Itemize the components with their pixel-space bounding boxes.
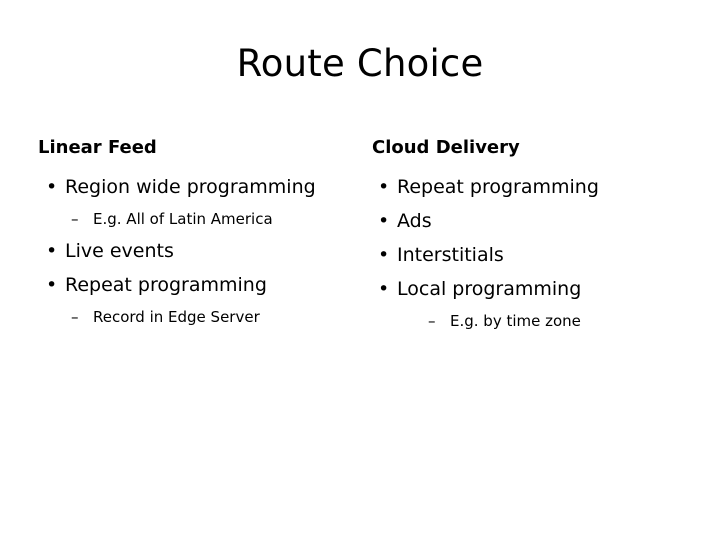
- dash-bullet-icon: –: [71, 210, 79, 228]
- list-item: • Interstitials: [372, 238, 692, 272]
- list-item-label: Live events: [65, 240, 174, 262]
- list-item-label: Interstitials: [397, 244, 504, 266]
- list-item: • Live events: [38, 234, 358, 268]
- sub-list-item: – E.g. All of Latin America: [38, 204, 358, 234]
- list-item: • Ads: [372, 204, 692, 238]
- page-title: Route Choice: [236, 42, 484, 85]
- list-item: • Local programming: [372, 272, 692, 306]
- dash-bullet-icon: –: [71, 308, 79, 326]
- bullet-dot-icon: •: [46, 240, 58, 262]
- list-item-label: Region wide programming: [65, 176, 316, 198]
- list-item-label: Local programming: [397, 278, 582, 300]
- bullet-dot-icon: •: [46, 176, 58, 198]
- list-item: • Repeat programming: [372, 170, 692, 204]
- list-item: • Region wide programming: [38, 170, 358, 204]
- sub-list-item-label: Record in Edge Server: [93, 308, 260, 326]
- bullet-dot-icon: •: [378, 244, 390, 266]
- bullet-list-linear-feed: • Region wide programming – E.g. All of …: [38, 170, 358, 332]
- bullet-dot-icon: •: [46, 274, 58, 296]
- dash-bullet-icon: –: [428, 312, 436, 330]
- list-item-label: Ads: [397, 210, 432, 232]
- bullet-dot-icon: •: [378, 176, 390, 198]
- column-heading-cloud-delivery: Cloud Delivery: [372, 137, 520, 158]
- list-item: • Repeat programming: [38, 268, 358, 302]
- sub-list-item-label: E.g. All of Latin America: [93, 210, 273, 228]
- list-item-label: Repeat programming: [65, 274, 267, 296]
- list-item-label: Repeat programming: [397, 176, 599, 198]
- column-heading-linear-feed: Linear Feed: [38, 137, 157, 158]
- content-column-cloud-delivery: Cloud Delivery • Repeat programming • Ad…: [372, 138, 692, 336]
- sub-list-item: – E.g. by time zone: [372, 306, 692, 336]
- content-column-linear-feed: Linear Feed • Region wide programming – …: [38, 138, 358, 332]
- bullet-list-cloud-delivery: • Repeat programming • Ads • Interstitia…: [372, 170, 692, 336]
- bullet-dot-icon: •: [378, 210, 390, 232]
- bullet-dot-icon: •: [378, 278, 390, 300]
- sub-list-item: – Record in Edge Server: [38, 302, 358, 332]
- sub-list-item-label: E.g. by time zone: [450, 312, 581, 330]
